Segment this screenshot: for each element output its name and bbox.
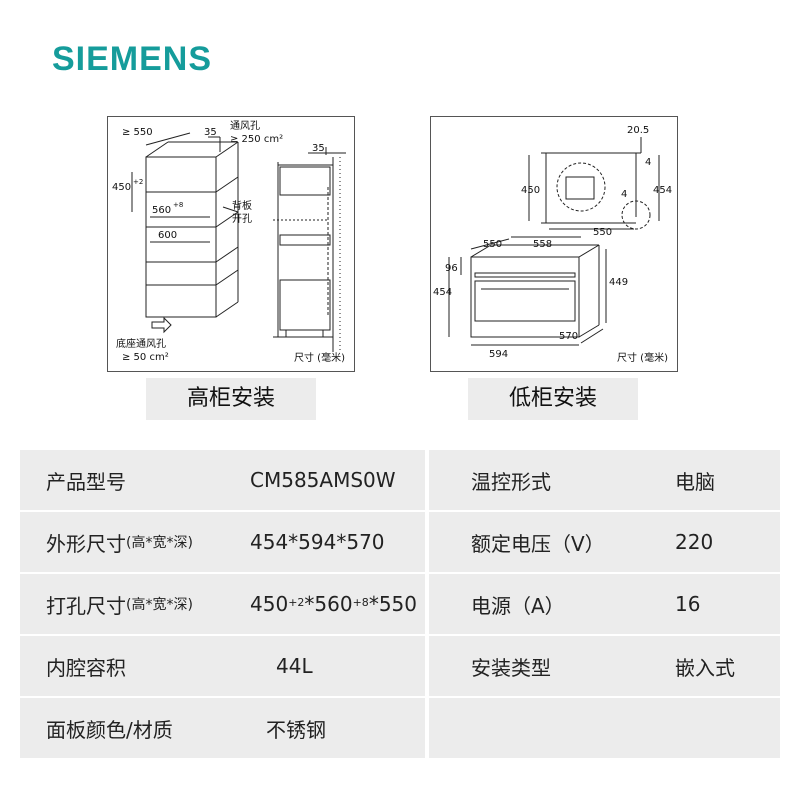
label-w560: 560 <box>152 205 171 216</box>
label-d20-5: 20.5 <box>627 125 649 136</box>
size-value: 454*594*570 <box>230 512 425 572</box>
cutout-w: *560 <box>304 592 353 616</box>
spec-row-panel: 面板颜色/材质 不锈钢 <box>20 698 780 758</box>
spec-row-model: 产品型号 CM585AMS0W 温控形式 电脑 <box>20 450 780 510</box>
cavity-label: 内腔容积 <box>20 636 230 696</box>
spec-row-size: 外形尺寸(高*宽*深) 454*594*570 额定电压（V） 220 <box>20 512 780 572</box>
label-hole: 开孔 <box>232 213 252 225</box>
size-label: 外形尺寸(高*宽*深) <box>20 512 230 572</box>
label-d35: 35 <box>204 127 217 138</box>
label-d4b: 4 <box>621 189 627 200</box>
label-vent: 通风孔 <box>230 120 260 132</box>
siemens-logo: SIEMENS <box>52 40 213 78</box>
cutout-d: *550 <box>368 592 417 616</box>
label-base-vent: 底座通风孔 <box>116 337 166 350</box>
size-label-sub: (高*宽*深) <box>126 535 193 551</box>
cutout-label: 打孔尺寸(高*宽*深) <box>20 574 230 634</box>
label-w550: 550 <box>483 239 502 250</box>
spec-row-cavity: 内腔容积 44L 安装类型 嵌入式 <box>20 636 780 696</box>
voltage-value: 220 <box>629 512 780 572</box>
label-h449: 449 <box>609 277 628 288</box>
label-d570: 570 <box>559 331 578 342</box>
empty-value <box>629 698 780 758</box>
label-h450: 450 <box>112 182 131 193</box>
label-w560-tol: +8 <box>173 201 183 209</box>
tall-cabinet-caption: 高柜安装 <box>146 378 316 420</box>
label-back: 背板 <box>232 199 252 212</box>
cavity-value: 44L <box>230 636 425 696</box>
model-label: 产品型号 <box>20 450 230 510</box>
low-cabinet-caption: 低柜安装 <box>468 378 638 420</box>
cutout-label-sub: (高*宽*深) <box>126 597 193 613</box>
power-value: 16 <box>629 574 780 634</box>
spec-table: 产品型号 CM585AMS0W 温控形式 电脑 外形尺寸(高*宽*深) 454*… <box>20 450 780 760</box>
tall-cabinet-svg: ≥ 550 35 通风孔 ≥ 250 cm² 450 +2 560 +8 600… <box>112 120 346 364</box>
label-base-area: ≥ 50 cm² <box>122 352 169 363</box>
label-side35: 35 <box>312 143 325 154</box>
label-d550: 550 <box>593 227 612 238</box>
label-unit-low: 尺寸 (毫米) <box>617 351 668 364</box>
label-h96: 96 <box>445 263 458 274</box>
label-unit-tall: 尺寸 (毫米) <box>294 351 345 364</box>
label-d450: 450 <box>521 185 540 196</box>
label-w600: 600 <box>158 230 177 241</box>
low-cabinet-diagram: 20.5 4 450 454 4 550 550 558 96 449 454 … <box>430 116 678 372</box>
cutout-label-main: 打孔尺寸 <box>46 593 126 618</box>
label-d4a: 4 <box>645 157 651 168</box>
install-label: 安装类型 <box>429 636 629 696</box>
tall-cabinet-diagram: ≥ 550 35 通风孔 ≥ 250 cm² 450 +2 560 +8 600… <box>107 116 355 372</box>
label-h450-tol: +2 <box>133 178 143 186</box>
label-w594: 594 <box>489 349 508 360</box>
cutout-h: 450 <box>250 592 289 616</box>
label-vent-area: ≥ 250 cm² <box>230 134 283 145</box>
size-label-main: 外形尺寸 <box>46 531 126 556</box>
label-w558: 558 <box>533 239 552 250</box>
low-cabinet-svg: 20.5 4 450 454 4 550 550 558 96 449 454 … <box>433 125 672 364</box>
empty-label <box>429 698 629 758</box>
voltage-label: 额定电压（V） <box>429 512 629 572</box>
cutout-value: 450+2*560+8*550 <box>230 574 425 634</box>
label-h454: 454 <box>433 287 452 298</box>
label-w550: ≥ 550 <box>122 127 153 138</box>
install-value: 嵌入式 <box>629 636 780 696</box>
panel-label: 面板颜色/材质 <box>20 698 230 758</box>
power-label: 电源（A） <box>429 574 629 634</box>
temp-value: 电脑 <box>629 450 780 510</box>
cutout-h-tol: +2 <box>288 595 305 609</box>
model-value: CM585AMS0W <box>230 450 425 510</box>
temp-label: 温控形式 <box>429 450 629 510</box>
panel-value: 不锈钢 <box>230 698 425 758</box>
spec-row-cutout: 打孔尺寸(高*宽*深) 450+2*560+8*550 电源（A） 16 <box>20 574 780 634</box>
label-d454r: 454 <box>653 185 672 196</box>
cutout-w-tol: +8 <box>352 595 369 609</box>
